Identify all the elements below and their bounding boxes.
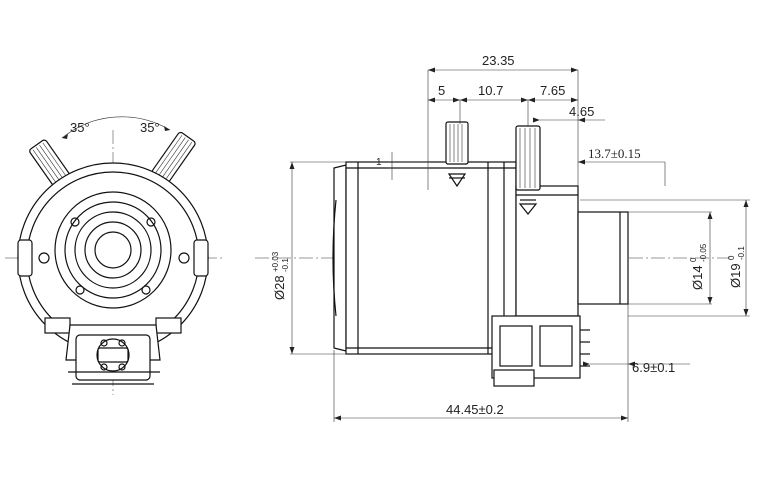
side-connector (491, 315, 590, 387)
dim-dia28-lower: -0.1 (281, 258, 290, 272)
dim-dia19: Ø19 (728, 263, 743, 288)
front-view: 35° 35° (5, 116, 225, 395)
side-view: 23.35 5 10.7 7.65 4.65 13.7±0.15 1 (255, 53, 750, 422)
dim-1: 1 (376, 157, 382, 168)
dim-dia28-upper: +0.03 (271, 251, 280, 272)
dim-6-9: 6.9±0.1 (632, 360, 675, 375)
dim-dia14: Ø14 (690, 265, 705, 290)
angle-left-label: 35° (70, 120, 90, 135)
dim-10-7: 10.7 (478, 83, 503, 98)
angle-right-label: 35° (140, 120, 160, 135)
dim-dia14-lower: -0.05 (699, 243, 708, 262)
dim-4-65: 4.65 (569, 104, 594, 119)
dim-44-45: 44.45±0.2 (446, 402, 504, 417)
dim-13-7: 13.7±0.15 (588, 146, 641, 161)
dim-5: 5 (438, 83, 445, 98)
dim-dia14-upper: 0 (689, 257, 698, 262)
dim-dia19-upper: 0 (727, 255, 736, 260)
side-knob-1 (445, 121, 469, 188)
dim-23-35: 23.35 (482, 53, 515, 68)
dim-dia19-lower: -0.1 (737, 246, 746, 260)
dim-7-65: 7.65 (540, 83, 565, 98)
dim-dia28: Ø28 (272, 275, 287, 300)
